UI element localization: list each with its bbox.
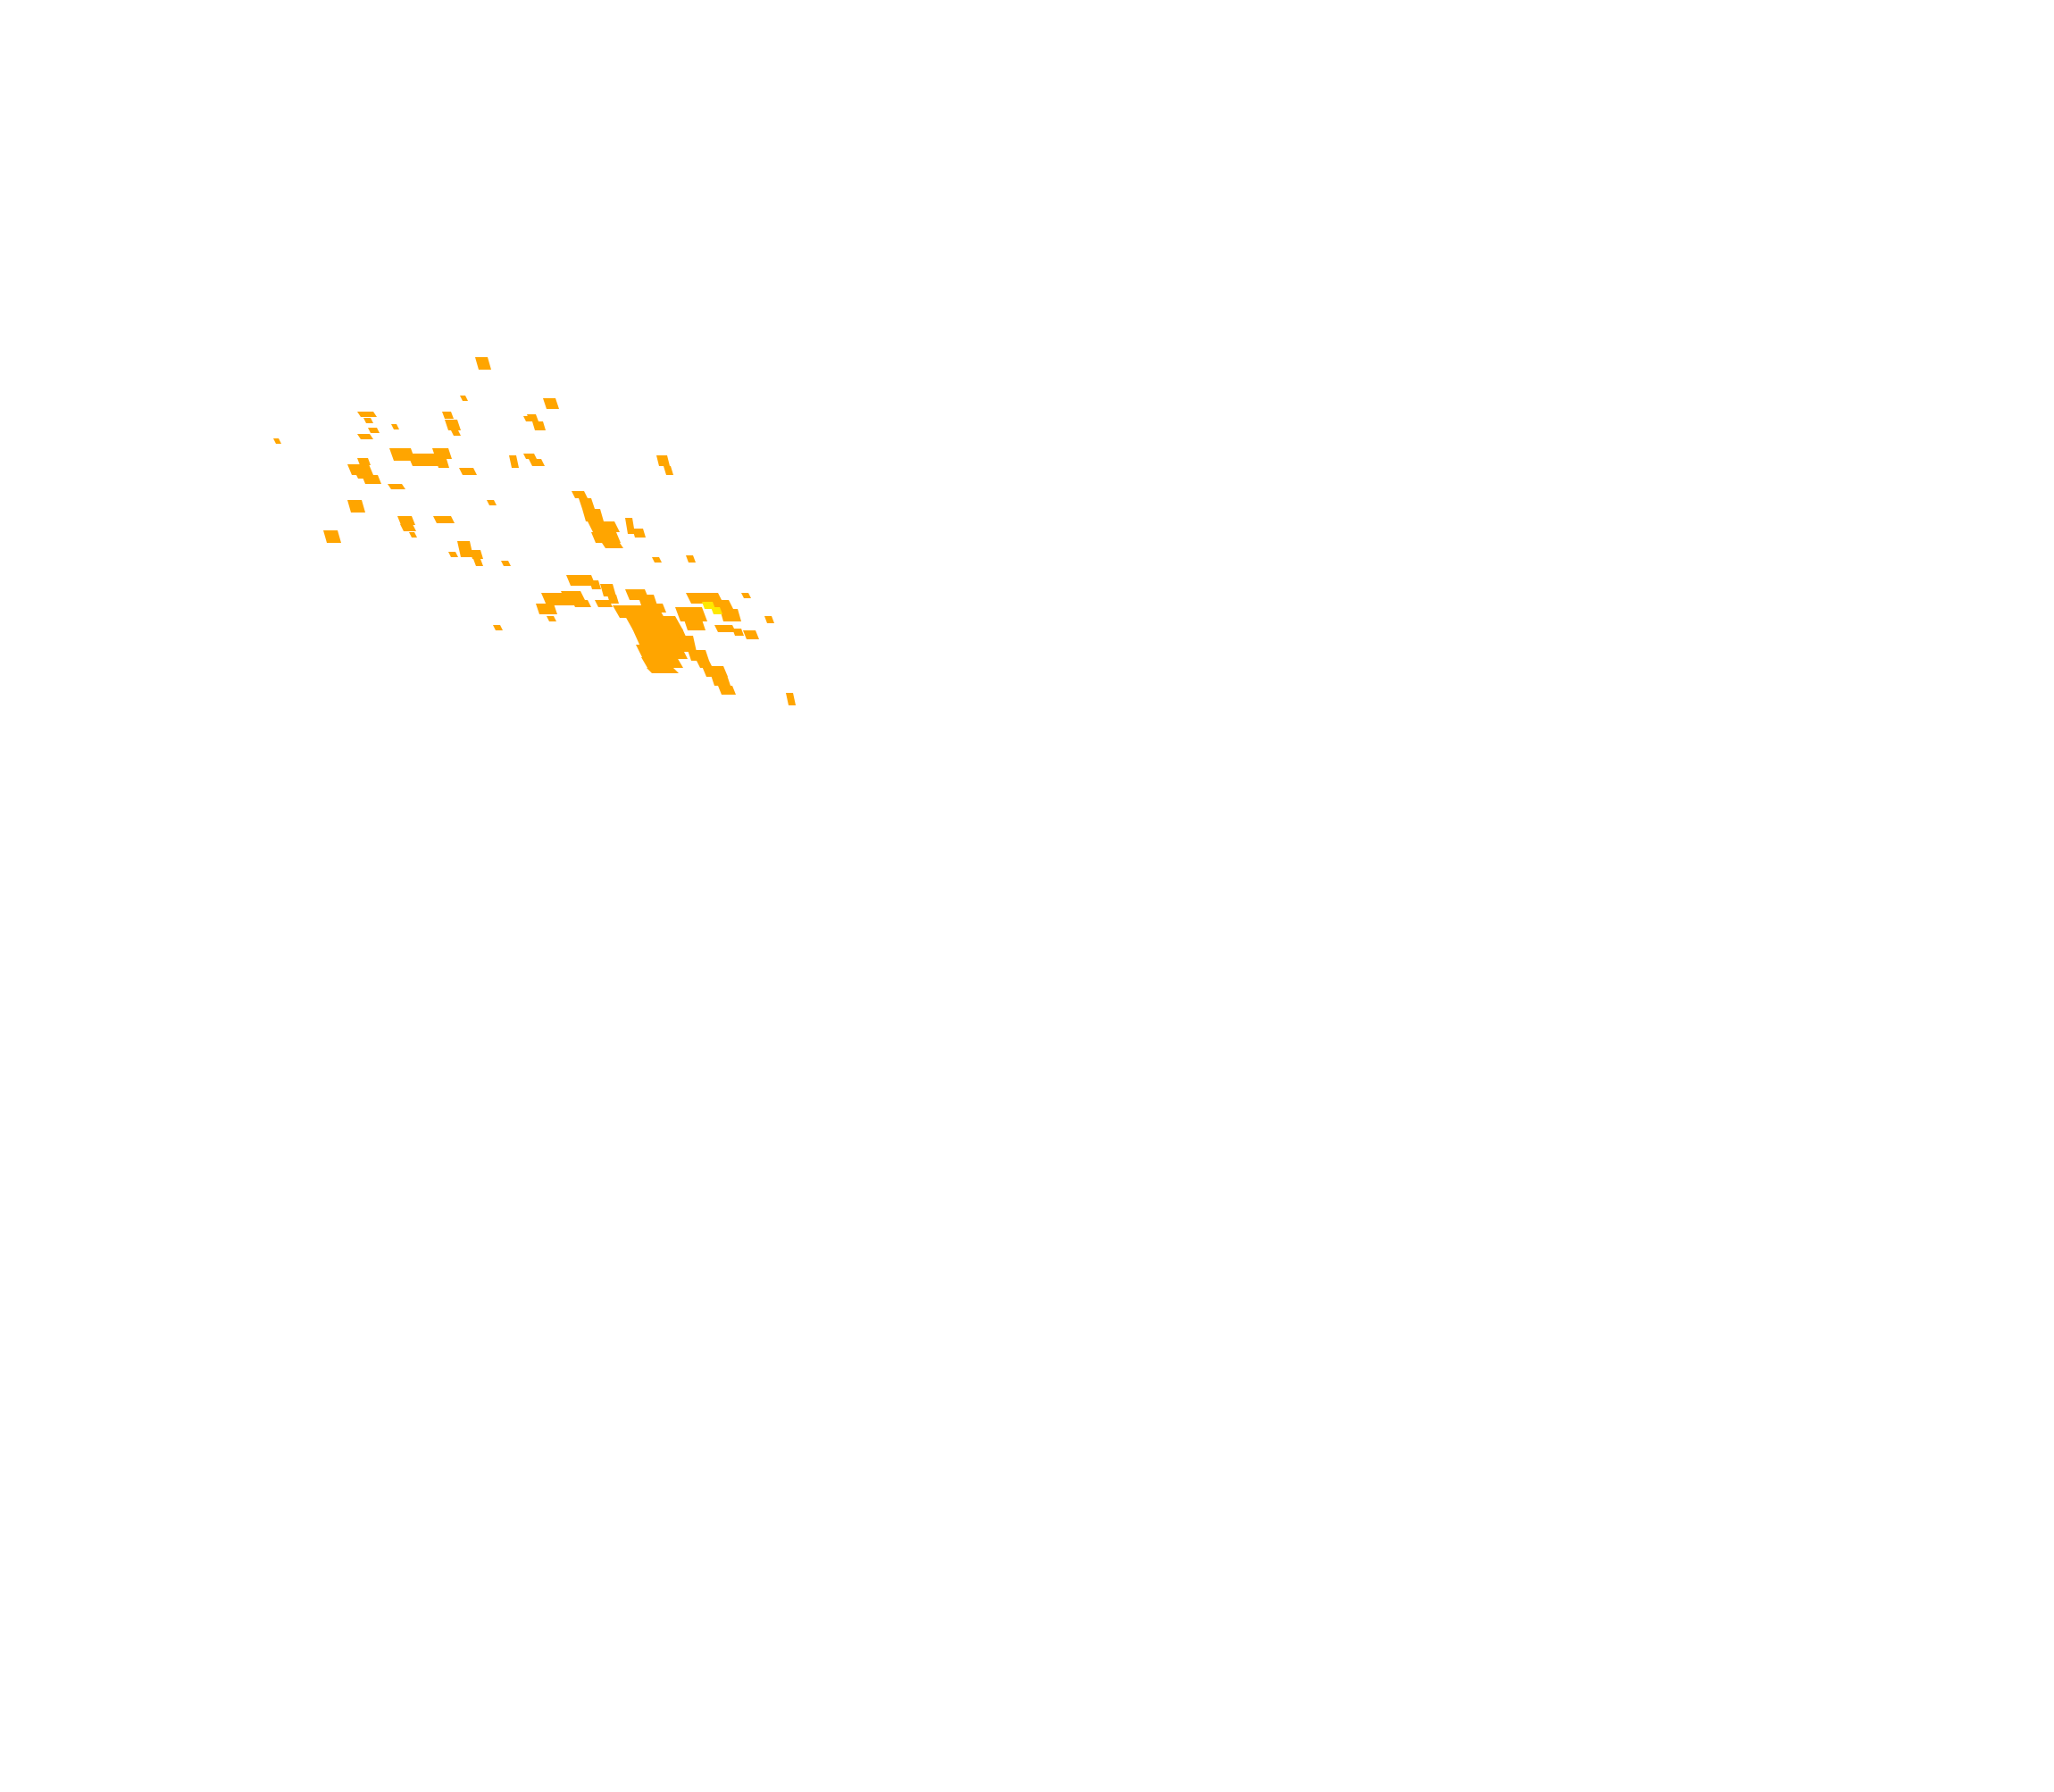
orange-cell-8 bbox=[391, 424, 399, 429]
orange-cell-88 bbox=[786, 693, 796, 705]
orange-cell-72 bbox=[684, 620, 706, 630]
orange-cell-27 bbox=[529, 459, 545, 466]
orange-cell-3 bbox=[273, 438, 281, 444]
orange-cell-16 bbox=[357, 458, 371, 465]
orange-cell-80 bbox=[711, 675, 731, 686]
orange-cell-69 bbox=[641, 657, 683, 668]
orange-cell-43 bbox=[579, 498, 595, 509]
orange-cell-61 bbox=[595, 600, 613, 607]
orange-cell-47 bbox=[602, 543, 623, 548]
orange-cell-32 bbox=[400, 524, 416, 531]
orange-cell-48 bbox=[625, 518, 635, 534]
orange-cell-15 bbox=[347, 464, 373, 475]
orange-cell-51 bbox=[686, 555, 696, 563]
orange-cell-50 bbox=[652, 557, 662, 563]
orange-cell-14 bbox=[523, 416, 531, 421]
orange-cell-31 bbox=[397, 516, 415, 525]
orange-cell-1 bbox=[460, 396, 468, 401]
orange-cell-20 bbox=[407, 454, 443, 466]
orange-cell-22 bbox=[436, 459, 449, 468]
orange-cell-30 bbox=[347, 500, 365, 513]
orange-cell-54 bbox=[600, 584, 616, 596]
orange-cell-67 bbox=[632, 629, 690, 646]
orange-cell-34 bbox=[433, 516, 455, 523]
orange-cell-83 bbox=[741, 593, 751, 598]
orange-cell-77 bbox=[688, 650, 709, 661]
orange-cell-87 bbox=[743, 630, 759, 639]
orange-cell-38 bbox=[470, 550, 483, 559]
orange-cell-2 bbox=[543, 398, 559, 409]
orange-cell-39 bbox=[473, 559, 483, 566]
orange-cell-41 bbox=[501, 561, 511, 566]
yellow-cell-1 bbox=[711, 607, 722, 614]
orange-cell-66 bbox=[625, 616, 683, 630]
orange-cell-63 bbox=[638, 595, 657, 605]
orange-cell-18 bbox=[355, 473, 365, 479]
orange-cell-55 bbox=[607, 595, 619, 604]
orange-cell-59 bbox=[561, 591, 585, 600]
orange-cell-46 bbox=[591, 532, 621, 543]
orange-cell-10 bbox=[445, 420, 461, 430]
orange-cell-26 bbox=[523, 454, 537, 459]
orange-cell-17 bbox=[362, 475, 381, 484]
orange-cell-19 bbox=[389, 448, 415, 461]
orange-cell-79 bbox=[702, 666, 728, 677]
orange-cell-36 bbox=[323, 530, 341, 543]
orange-cell-53 bbox=[589, 580, 601, 589]
orange-cell-9 bbox=[442, 412, 454, 419]
orange-cell-4 bbox=[357, 412, 377, 417]
orange-cell-60 bbox=[572, 600, 591, 607]
orange-cell-23 bbox=[388, 484, 405, 489]
orange-cell-81 bbox=[718, 686, 736, 695]
orange-cell-5 bbox=[363, 418, 373, 423]
orange-cell-33 bbox=[409, 532, 417, 538]
orange-cell-37 bbox=[457, 541, 473, 557]
orange-cell-45 bbox=[588, 521, 620, 532]
orange-cell-35 bbox=[487, 500, 497, 505]
orange-cell-52 bbox=[566, 575, 596, 586]
orange-cell-76 bbox=[679, 636, 697, 652]
orange-cell-85 bbox=[714, 625, 736, 632]
orange-cell-21 bbox=[432, 448, 452, 459]
orange-cell-71 bbox=[675, 607, 707, 621]
orange-cell-29 bbox=[664, 466, 673, 475]
orange-cell-44 bbox=[582, 509, 604, 521]
orange-cell-7 bbox=[357, 434, 373, 439]
orange-cell-84 bbox=[764, 616, 774, 623]
orange-cell-13 bbox=[532, 421, 546, 430]
orange-cell-40 bbox=[448, 552, 458, 557]
orange-cell-82 bbox=[493, 625, 503, 630]
orange-cell-49 bbox=[632, 529, 646, 538]
orange-cell-24 bbox=[459, 468, 477, 475]
orange-cell-6 bbox=[368, 428, 380, 433]
orange-cell-11 bbox=[451, 430, 461, 436]
orange-cell-70 bbox=[647, 668, 679, 673]
orange-cell-57 bbox=[536, 604, 557, 614]
orange-cell-42 bbox=[572, 491, 588, 498]
orange-cell-25 bbox=[509, 455, 519, 468]
orange-cell-68 bbox=[636, 645, 688, 659]
orange-cell-86 bbox=[732, 629, 744, 636]
orange-cell-0 bbox=[475, 357, 491, 370]
orange-cell-58 bbox=[547, 616, 556, 621]
orange-cell-65 bbox=[613, 605, 664, 618]
orange-cell-28 bbox=[656, 455, 670, 466]
orange-cell-75 bbox=[720, 609, 741, 621]
